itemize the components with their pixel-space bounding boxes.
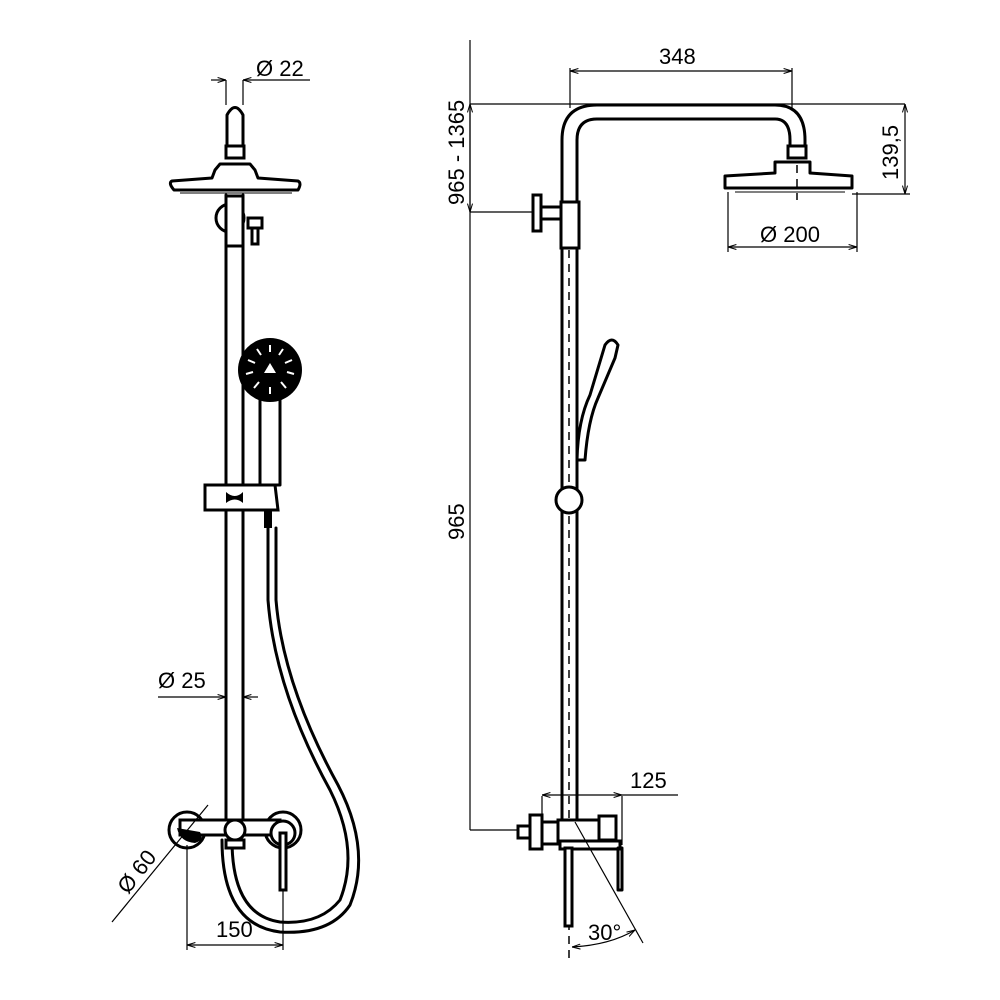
dim-label: 965 - 1365 xyxy=(444,100,469,205)
overhead-arm-outer xyxy=(560,103,807,207)
dim-label: 348 xyxy=(659,44,696,69)
mixer-lever xyxy=(278,831,288,892)
dim-mixer-projection: 125 xyxy=(541,768,678,845)
dim-label: Ø 200 xyxy=(760,222,820,247)
dim-label: 139,5 xyxy=(878,125,903,180)
riser-pipe-upper xyxy=(224,194,245,248)
hand-shower xyxy=(238,338,302,487)
dim-connection-spacing: 150 xyxy=(186,845,284,950)
dim-label: 150 xyxy=(216,917,253,942)
hand-shower-side xyxy=(575,338,620,462)
dim-flange-diameter: Ø 60 xyxy=(111,804,209,923)
arm-nut xyxy=(224,144,246,160)
mixer-lever-side xyxy=(563,846,574,928)
overhead-shower-head xyxy=(168,162,302,192)
dim-riser-height: 965 xyxy=(444,503,469,540)
dim-head-arm-diameter: Ø 22 xyxy=(211,56,310,105)
slide-bracket-side xyxy=(554,485,584,515)
hose-outlet xyxy=(223,818,247,842)
dim-label: 30° xyxy=(588,920,621,945)
shower-arm xyxy=(225,106,245,150)
overhead-shower-side xyxy=(723,160,854,190)
dim-height-range: 965 - 1365 xyxy=(444,40,905,830)
dim-arm-reach: 348 xyxy=(569,44,793,108)
dim-head-diameter: Ø 200 xyxy=(727,192,858,252)
dim-label: Ø 22 xyxy=(256,56,304,81)
side-view: 348 965 - 1365 139,5 xyxy=(444,40,910,960)
front-view: Ø 22 xyxy=(111,56,361,950)
dim-head-drop: 139,5 xyxy=(852,104,910,195)
dim-label: Ø 25 xyxy=(158,668,206,693)
shower-hose-outer xyxy=(230,526,350,924)
dim-label: 125 xyxy=(630,768,667,793)
dim-lever-angle: 30° xyxy=(572,821,644,947)
overhead-arm-inner xyxy=(575,117,792,207)
dim-riser-diameter: Ø 25 xyxy=(158,668,258,697)
wall-mixer-side xyxy=(516,813,624,928)
